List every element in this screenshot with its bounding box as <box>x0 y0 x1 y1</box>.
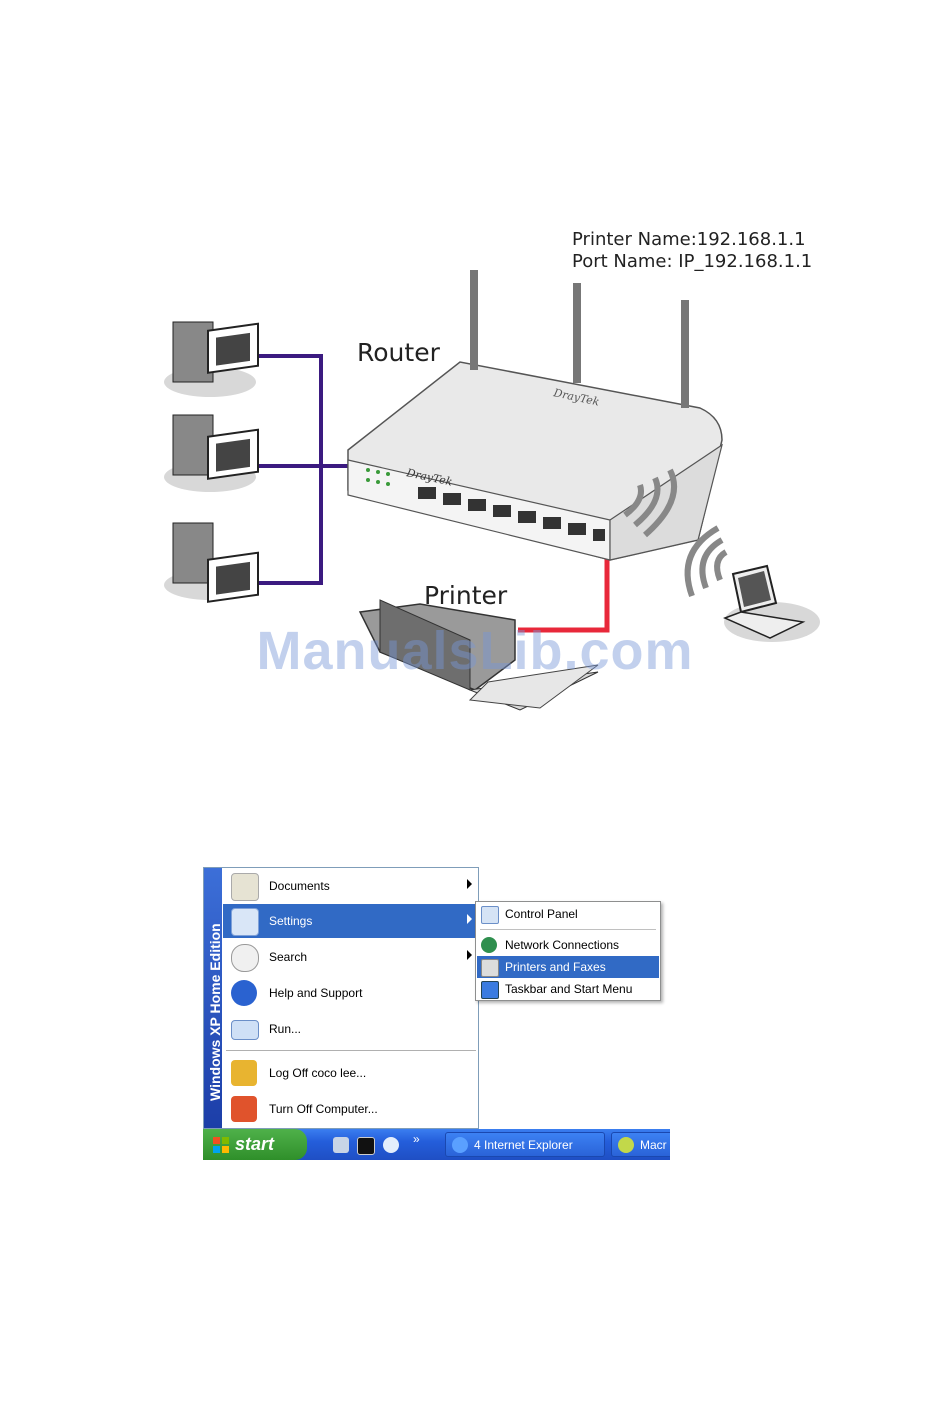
taskbar-icon <box>481 981 499 999</box>
quicklaunch-show-desktop-icon[interactable] <box>333 1137 349 1153</box>
internet-explorer-icon <box>452 1137 468 1153</box>
menu-item-settings[interactable]: Settings <box>223 904 478 938</box>
menu-separator <box>226 1050 476 1051</box>
start-menu: Windows XP Home Edition Documents Settin… <box>203 867 479 1129</box>
network-diagram: Printer Name:192.168.1.1 Port Name: IP_1… <box>164 229 820 711</box>
submenu-item-printers-and-faxes[interactable]: Printers and Faxes <box>477 956 659 978</box>
menu-item-help-and-support[interactable]: Help and Support <box>223 976 478 1010</box>
quicklaunch-command-prompt-icon[interactable] <box>357 1137 375 1155</box>
submenu-arrow-icon <box>467 914 472 924</box>
laptop-wifi-signal-icon <box>684 525 728 598</box>
wifi-signal-icon <box>623 468 678 538</box>
printer-label: Printer <box>424 581 508 610</box>
macromedia-icon <box>618 1137 634 1153</box>
submenu-arrow-icon <box>467 950 472 960</box>
windows-logo-icon <box>213 1137 229 1153</box>
menu-item-run[interactable]: Run... <box>223 1012 478 1046</box>
settings-submenu: Control Panel Network Connections Printe… <box>475 901 661 1001</box>
settings-icon <box>231 908 259 936</box>
submenu-item-control-panel[interactable]: Control Panel <box>477 903 659 925</box>
computer-icon <box>164 321 259 397</box>
start-button[interactable]: start <box>203 1129 307 1160</box>
menu-item-documents[interactable]: Documents <box>223 869 478 903</box>
submenu-item-taskbar-and-start-menu[interactable]: Taskbar and Start Menu <box>477 978 659 1000</box>
printer-cable <box>518 548 610 633</box>
control-panel-icon <box>481 906 499 924</box>
sidebar-text: Windows XP Home Edition <box>207 923 223 1101</box>
computer-icon <box>164 414 259 492</box>
router-label: Router <box>357 338 441 367</box>
run-icon <box>231 1020 259 1040</box>
documents-icon <box>231 873 259 901</box>
taskbar-button-macromedia[interactable]: Macr <box>611 1132 670 1157</box>
logoff-icon <box>231 1060 257 1086</box>
submenu-item-network-connections[interactable]: Network Connections <box>477 934 659 956</box>
taskbar: start » 4 Internet Explorer Macr <box>203 1129 670 1160</box>
start-label: start <box>235 1134 275 1154</box>
computer-icon <box>164 522 259 603</box>
printer-icon <box>481 959 499 977</box>
quicklaunch-chevron-icon[interactable]: » <box>413 1132 420 1146</box>
submenu-separator <box>480 929 656 930</box>
power-icon <box>231 1096 257 1122</box>
port-name-label: Port Name: IP_192.168.1.1 <box>572 251 812 272</box>
printer-icon <box>358 599 599 711</box>
quicklaunch-internet-explorer-icon[interactable] <box>383 1137 399 1153</box>
menu-item-turn-off-computer[interactable]: Turn Off Computer... <box>223 1092 478 1126</box>
taskbar-button-internet-explorer[interactable]: 4 Internet Explorer <box>445 1132 605 1157</box>
printer-name-label: Printer Name:192.168.1.1 <box>572 229 806 250</box>
submenu-arrow-icon <box>467 879 472 889</box>
laptop-icon <box>723 564 820 642</box>
network-icon <box>481 937 497 953</box>
menu-item-search[interactable]: Search <box>223 940 478 974</box>
search-icon <box>231 944 259 972</box>
help-icon <box>231 980 257 1006</box>
start-menu-sidebar: Windows XP Home Edition <box>204 868 223 1128</box>
menu-item-log-off[interactable]: Log Off coco lee... <box>223 1056 478 1090</box>
